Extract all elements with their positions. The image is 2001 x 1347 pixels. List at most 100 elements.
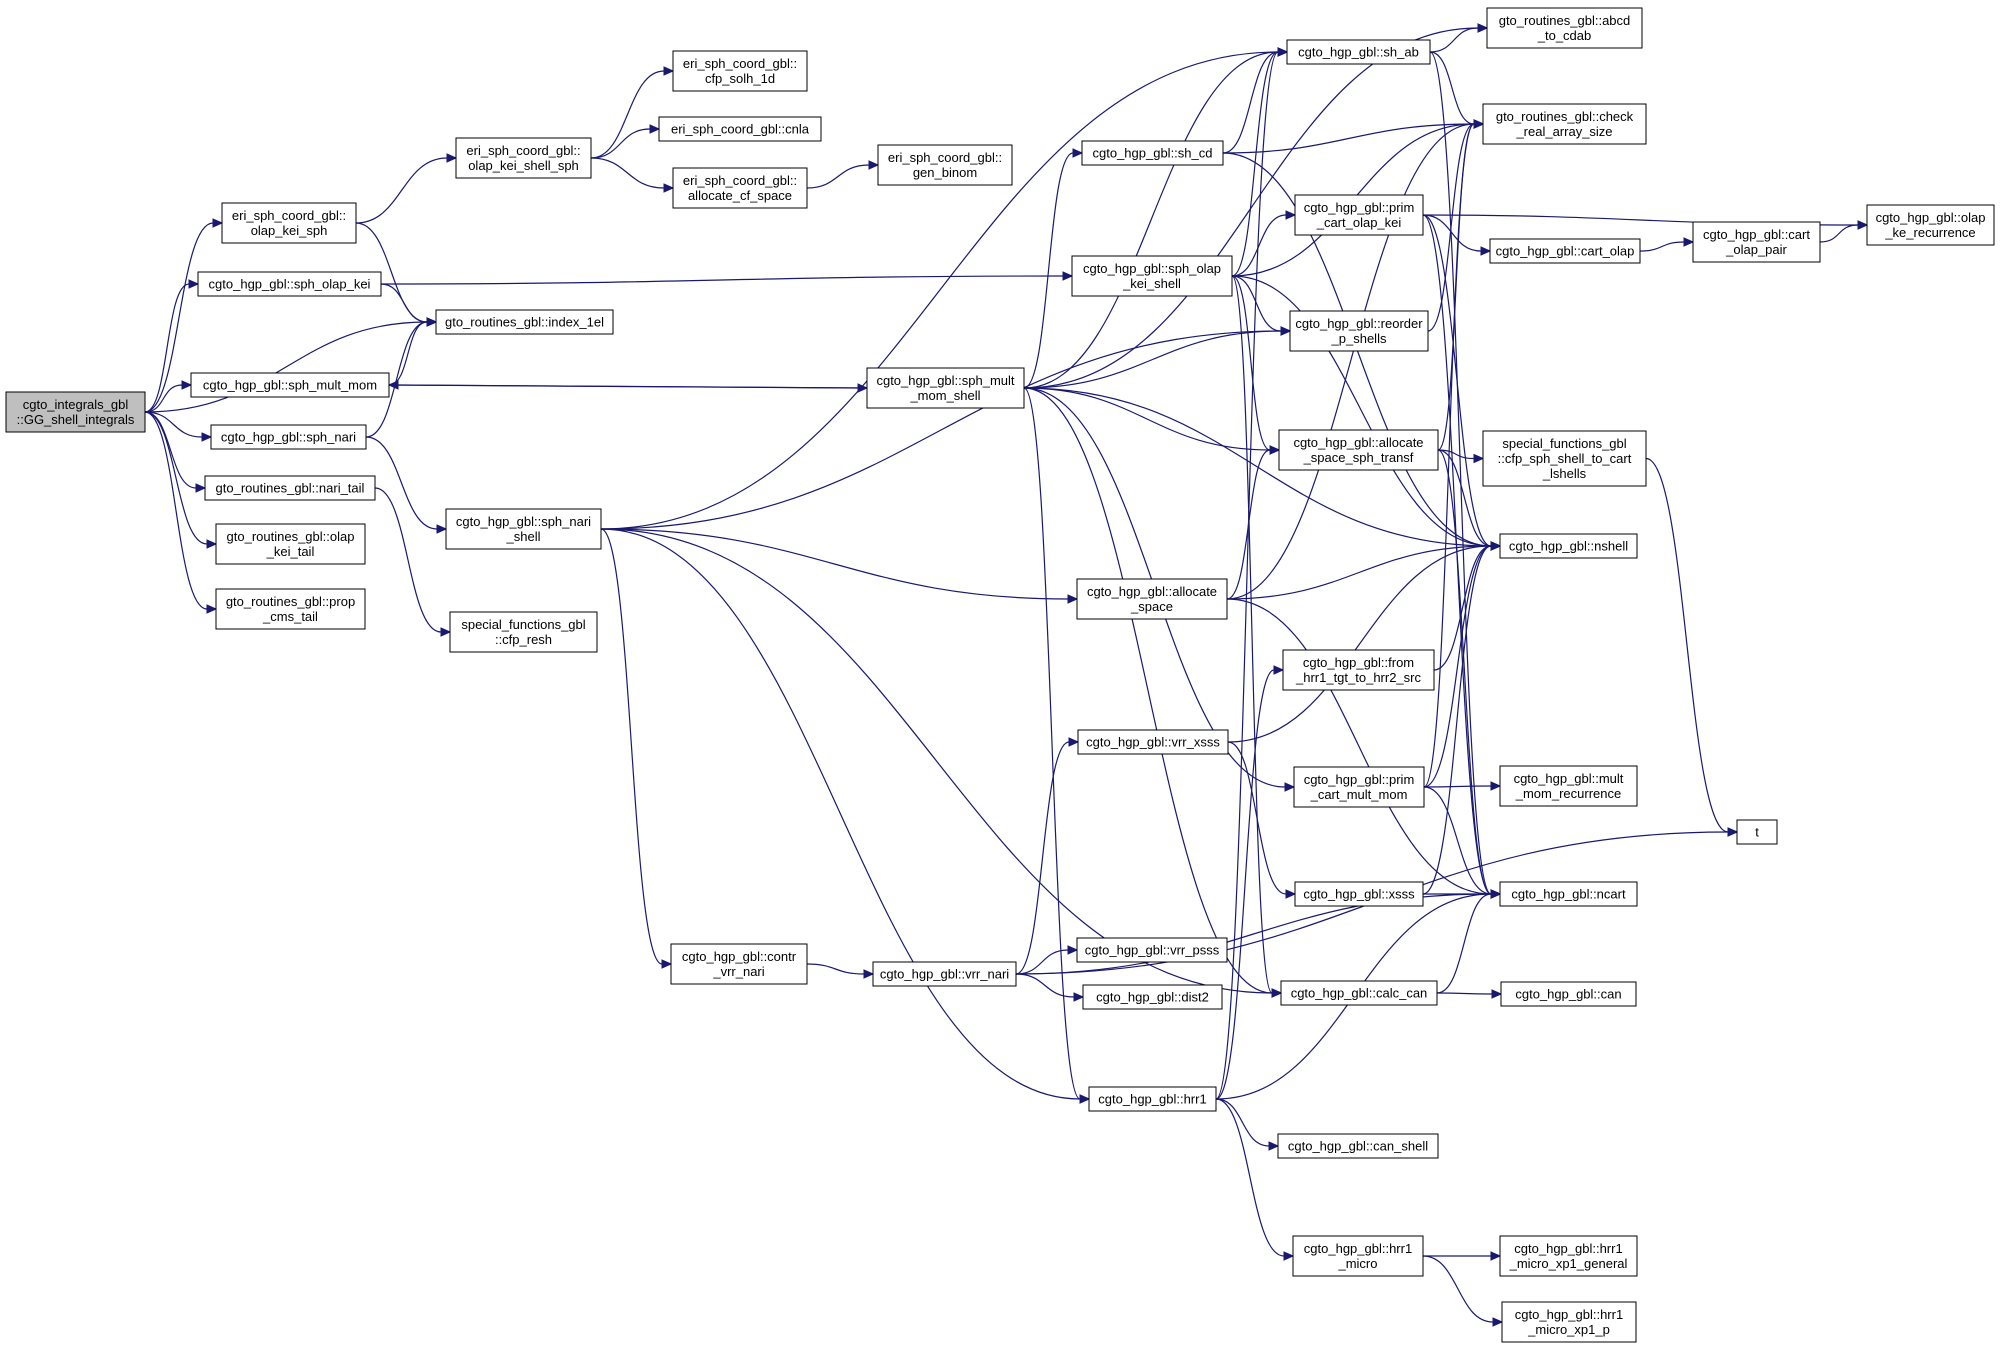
node-label: gto_routines_gbl::prop bbox=[226, 594, 355, 609]
node-prim-cart-olap-kei[interactable]: cgto_hgp_gbl::prim_cart_olap_kei bbox=[1294, 194, 1424, 236]
node-hrr1-micro[interactable]: cgto_hgp_gbl::hrr1_micro bbox=[1292, 1235, 1424, 1277]
node-index-1el[interactable]: gto_routines_gbl::index_1el bbox=[435, 309, 614, 335]
node-dist2[interactable]: cgto_hgp_gbl::dist2 bbox=[1082, 984, 1223, 1010]
node-label: cgto_hgp_gbl::allocate bbox=[1293, 435, 1423, 450]
arrowhead bbox=[1269, 445, 1281, 455]
node-cfp-solh-1d[interactable]: eri_sph_coord_gbl::cfp_solh_1d bbox=[672, 50, 808, 92]
node-box bbox=[672, 50, 808, 92]
arrowhead bbox=[436, 524, 448, 534]
node-sph-nari[interactable]: cgto_hgp_gbl::sph_nari bbox=[210, 424, 367, 450]
node-label: eri_sph_coord_gbl:: bbox=[888, 150, 1002, 165]
node-cfp-sph-shell-to-cart[interactable]: special_functions_gbl::cfp_sph_shell_to_… bbox=[1482, 430, 1647, 487]
arrowhead bbox=[863, 969, 875, 979]
node-hrr1[interactable]: cgto_hgp_gbl::hrr1 bbox=[1088, 1086, 1217, 1112]
node-allocate-space-sph-transf[interactable]: cgto_hgp_gbl::allocate_space_sph_transf bbox=[1278, 429, 1439, 471]
node-nari-tail[interactable]: gto_routines_gbl::nari_tail bbox=[204, 475, 376, 501]
node-t[interactable]: t bbox=[1736, 819, 1778, 845]
node-olap-kei-shell-sph[interactable]: eri_sph_coord_gbl::olap_kei_shell_sph bbox=[455, 137, 592, 179]
node-cart-olap-pair[interactable]: cgto_hgp_gbl::cart_olap_pair bbox=[1692, 221, 1821, 263]
node-box bbox=[445, 508, 602, 550]
node-reorder-p-shells[interactable]: cgto_hgp_gbl::reorder_p_shells bbox=[1289, 310, 1429, 352]
node-olap-kei-sph[interactable]: eri_sph_coord_gbl::olap_kei_sph bbox=[221, 202, 357, 244]
edge-line bbox=[144, 283, 190, 413]
node-label: cgto_hgp_gbl::sph_mult bbox=[876, 373, 1014, 388]
node-label: olap_kei_sph bbox=[251, 223, 328, 238]
node-sh-ab[interactable]: cgto_hgp_gbl::sh_ab bbox=[1286, 39, 1431, 65]
edge-olap-kei-shell-sph-to-cfp-solh-1d bbox=[590, 66, 675, 159]
node-box bbox=[1482, 103, 1647, 145]
edge-calc-can-to-can bbox=[1436, 989, 1503, 999]
node-box bbox=[1499, 881, 1638, 907]
node-label: cgto_hgp_gbl::prim bbox=[1304, 200, 1415, 215]
node-xsss[interactable]: cgto_hgp_gbl::xsss bbox=[1294, 881, 1424, 907]
node-hrr1-micro-xp1-p[interactable]: cgto_hgp_gbl::hrr1_micro_xp1_p bbox=[1501, 1301, 1637, 1343]
node-sph-olap-kei-shell[interactable]: cgto_hgp_gbl::sph_olap_kei_shell bbox=[1071, 255, 1233, 297]
node-ncart[interactable]: cgto_hgp_gbl::ncart bbox=[1499, 881, 1638, 907]
node-label: t bbox=[1755, 825, 1759, 840]
node-box bbox=[215, 588, 366, 630]
node-can-shell[interactable]: cgto_hgp_gbl::can_shell bbox=[1277, 1133, 1439, 1159]
node-label: _cms_tail bbox=[262, 609, 318, 624]
node-label: gto_routines_gbl::olap bbox=[227, 529, 355, 544]
node-prim-cart-mult-mom[interactable]: cgto_hgp_gbl::prim_cart_mult_mom bbox=[1293, 766, 1425, 808]
node-cnla[interactable]: eri_sph_coord_gbl::cnla bbox=[658, 116, 822, 142]
edge-line bbox=[1215, 51, 1279, 1100]
node-box bbox=[877, 144, 1013, 186]
node-label: _olap_pair bbox=[1725, 242, 1787, 257]
node-label: cgto_hgp_gbl::sph_olap bbox=[1083, 261, 1221, 276]
node-sph-mult-mom[interactable]: cgto_hgp_gbl::sph_mult_mom bbox=[190, 372, 390, 398]
node-label: _space_sph_transf bbox=[1303, 450, 1414, 465]
node-box bbox=[1280, 980, 1438, 1006]
arrowhead bbox=[1277, 47, 1289, 57]
node-mult-mom-recurrence[interactable]: cgto_hgp_gbl::mult_mom_recurrence bbox=[1499, 765, 1638, 807]
node-hrr1-micro-xp1-general[interactable]: cgto_hgp_gbl::hrr1_micro_xp1_general bbox=[1499, 1235, 1638, 1277]
node-calc-can[interactable]: cgto_hgp_gbl::calc_can bbox=[1280, 980, 1438, 1006]
node-vrr-xsss[interactable]: cgto_hgp_gbl::vrr_xsss bbox=[1077, 729, 1229, 755]
node-vrr-psss[interactable]: cgto_hgp_gbl::vrr_psss bbox=[1076, 937, 1228, 963]
node-olap-ke-recurrence[interactable]: cgto_hgp_gbl::olap_ke_recurrence bbox=[1866, 204, 1995, 246]
edge-hrr1-to-from-hrr1 bbox=[1215, 665, 1285, 1100]
node-abcd-to-cdab[interactable]: gto_routines_gbl::abcd_to_cdab bbox=[1486, 7, 1643, 49]
node-cart-olap[interactable]: cgto_hgp_gbl::cart_olap bbox=[1489, 238, 1641, 264]
node-box bbox=[672, 167, 808, 209]
edge-sph-nari-shell-to-reorder-p-shells bbox=[600, 326, 1292, 530]
node-vrr-nari[interactable]: cgto_hgp_gbl::vrr_nari bbox=[872, 961, 1017, 987]
edge-vrr-nari-to-vrr-xsss bbox=[1015, 737, 1080, 975]
edge-line bbox=[1436, 992, 1493, 995]
node-box bbox=[1501, 1301, 1637, 1343]
node-allocate-space[interactable]: cgto_hgp_gbl::allocate_space bbox=[1076, 578, 1228, 620]
node-root[interactable]: cgto_integrals_gbl::GG_shell_integrals bbox=[5, 391, 146, 433]
edge-sph-olap-kei-shell-to-calc-can bbox=[1231, 275, 1283, 998]
node-label: _hrr1_tgt_to_hrr2_src bbox=[1295, 670, 1422, 685]
node-sph-mult-mom-shell[interactable]: cgto_hgp_gbl::sph_mult_mom_shell bbox=[866, 367, 1025, 409]
arrowhead bbox=[1283, 1251, 1295, 1261]
arrowhead bbox=[206, 604, 218, 614]
node-gen-binom[interactable]: eri_sph_coord_gbl::gen_binom bbox=[877, 144, 1013, 186]
edge-line bbox=[600, 528, 1081, 1100]
node-sph-nari-shell[interactable]: cgto_hgp_gbl::sph_nari_shell bbox=[445, 508, 602, 550]
node-label: gto_routines_gbl::nari_tail bbox=[216, 481, 365, 496]
edge-line bbox=[1023, 387, 1273, 994]
node-box bbox=[1071, 255, 1233, 297]
edge-line bbox=[355, 157, 448, 224]
node-nshell[interactable]: cgto_hgp_gbl::nshell bbox=[1499, 533, 1638, 559]
node-olap-kei-tail[interactable]: gto_routines_gbl::olap_kei_tail bbox=[215, 523, 366, 565]
node-label: _shell bbox=[506, 529, 541, 544]
arrowhead bbox=[1492, 1317, 1504, 1327]
node-cfp-resh[interactable]: special_functions_gbl::cfp_resh bbox=[449, 611, 598, 653]
node-label: cgto_hgp_gbl::hrr1 bbox=[1098, 1092, 1206, 1107]
node-contr-vrr-nari[interactable]: cgto_hgp_gbl::contr_vrr_nari bbox=[670, 943, 808, 985]
node-sh-cd[interactable]: cgto_hgp_gbl::sh_cd bbox=[1081, 140, 1224, 166]
edge-sph-nari-shell-to-contr-vrr-nari bbox=[600, 528, 673, 969]
node-can[interactable]: cgto_hgp_gbl::can bbox=[1500, 981, 1637, 1007]
node-from-hrr1[interactable]: cgto_hgp_gbl::from_hrr1_tgt_to_hrr2_src bbox=[1282, 649, 1435, 691]
node-check-real-array-size[interactable]: gto_routines_gbl::check_real_array_size bbox=[1482, 103, 1647, 145]
arrowhead bbox=[1280, 326, 1292, 336]
node-label: cgto_hgp_gbl::vrr_psss bbox=[1085, 943, 1220, 958]
node-prop-cms-tail[interactable]: gto_routines_gbl::prop_cms_tail bbox=[215, 588, 366, 630]
edge-calc-can-to-ncart bbox=[1436, 889, 1502, 994]
node-allocate-cf-space[interactable]: eri_sph_coord_gbl::allocate_cf_space bbox=[672, 167, 808, 209]
nodes-layer: cgto_integrals_gbl::GG_shell_integrals er… bbox=[5, 7, 1995, 1343]
arrowhead bbox=[1727, 827, 1739, 837]
node-sph-olap-kei[interactable]: cgto_hgp_gbl::sph_olap_kei bbox=[197, 271, 382, 297]
